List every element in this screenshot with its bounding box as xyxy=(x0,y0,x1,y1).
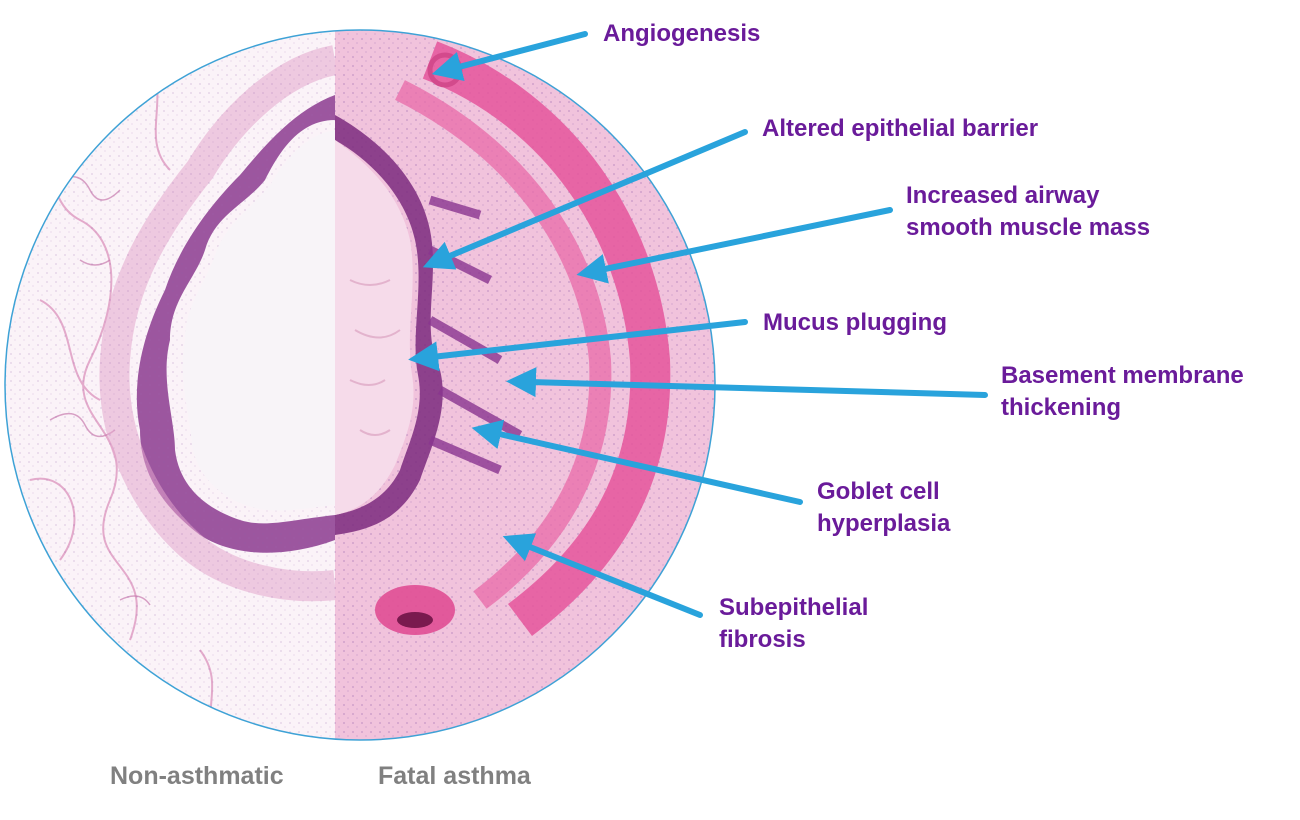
label-line: fibrosis xyxy=(719,626,806,653)
lumen xyxy=(182,130,335,511)
label-subepithelial-fibrosis: Subepithelial fibrosis xyxy=(719,592,868,656)
fatal-asthma-half xyxy=(335,30,715,740)
label-line: Mucus plugging xyxy=(763,309,947,336)
non-asthmatic-half xyxy=(5,30,335,740)
label-line: Angiogenesis xyxy=(603,20,761,47)
annotation-arrows xyxy=(408,31,988,618)
arrow-basement xyxy=(506,367,988,398)
label-goblet-cell-hyperplasia: Goblet cell hyperplasia xyxy=(817,476,950,540)
label-line: thickening xyxy=(1001,394,1122,421)
tissue-disc xyxy=(5,30,715,740)
label-line: Basement membrane xyxy=(1001,362,1244,389)
label-angiogenesis: Angiogenesis xyxy=(603,18,760,50)
mucus-plug xyxy=(335,140,414,515)
caption-fatal-asthma: Fatal asthma xyxy=(378,762,531,790)
arrow-epithelial xyxy=(422,129,748,270)
label-smooth-muscle-mass: Increased airway smooth muscle mass xyxy=(906,180,1150,244)
label-basement-membrane-thickening: Basement membrane thickening xyxy=(1001,360,1244,424)
label-line: Subepithelial xyxy=(719,594,869,621)
arrow-fibrosis xyxy=(502,533,703,618)
label-line: Goblet cell xyxy=(817,478,940,505)
label-mucus-plugging: Mucus plugging xyxy=(763,307,947,339)
caption-non-asthmatic: Non-asthmatic xyxy=(110,762,284,790)
label-line: smooth muscle mass xyxy=(906,214,1151,241)
label-altered-epithelial-barrier: Altered epithelial barrier xyxy=(762,113,1038,145)
label-line: Increased airway xyxy=(906,182,1100,209)
arrow-muscle xyxy=(576,207,893,284)
arrow-goblet xyxy=(471,419,803,505)
label-line: hyperplasia xyxy=(817,510,951,537)
arrow-angiogenesis xyxy=(431,31,588,81)
label-line: Altered epithelial barrier xyxy=(762,115,1039,142)
arrow-mucus xyxy=(408,319,748,372)
